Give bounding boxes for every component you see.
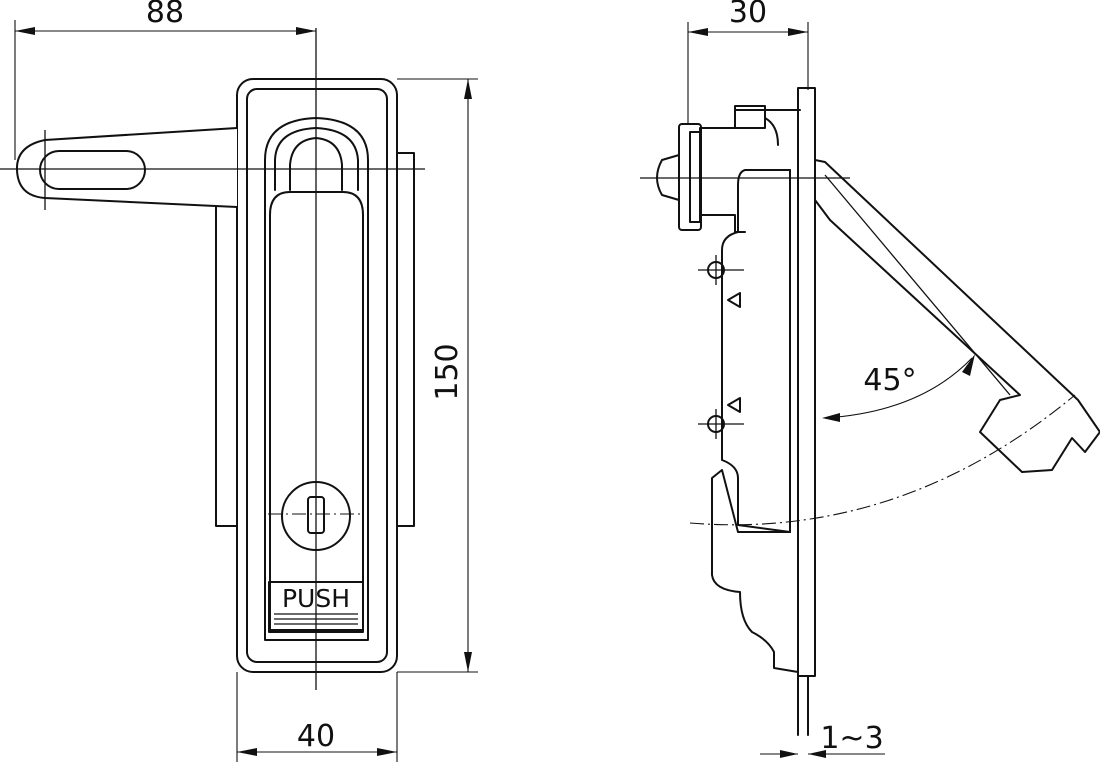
lifted-handle xyxy=(814,159,1100,473)
dim-width-overall: 88 xyxy=(146,0,184,30)
housing-inner xyxy=(246,88,388,663)
dim-body-width: 40 xyxy=(297,719,335,754)
angle-arc xyxy=(824,357,973,419)
panel-flange xyxy=(797,87,816,677)
front-view: PUSH 88 150 40 xyxy=(0,0,478,762)
side-view: 45° 30 1~3 xyxy=(640,0,1100,758)
handle-face xyxy=(269,191,364,631)
housing-body xyxy=(721,169,791,533)
lever-arm xyxy=(15,127,238,208)
dim-height: 150 xyxy=(430,343,465,400)
dim-open-angle: 45° xyxy=(863,363,916,398)
dim-panel-thickness: 1~3 xyxy=(820,721,883,756)
dim-depth: 30 xyxy=(729,0,767,30)
lever-grip-slot xyxy=(39,150,146,190)
swing-arc xyxy=(689,394,1076,526)
housing-outer xyxy=(236,78,398,673)
